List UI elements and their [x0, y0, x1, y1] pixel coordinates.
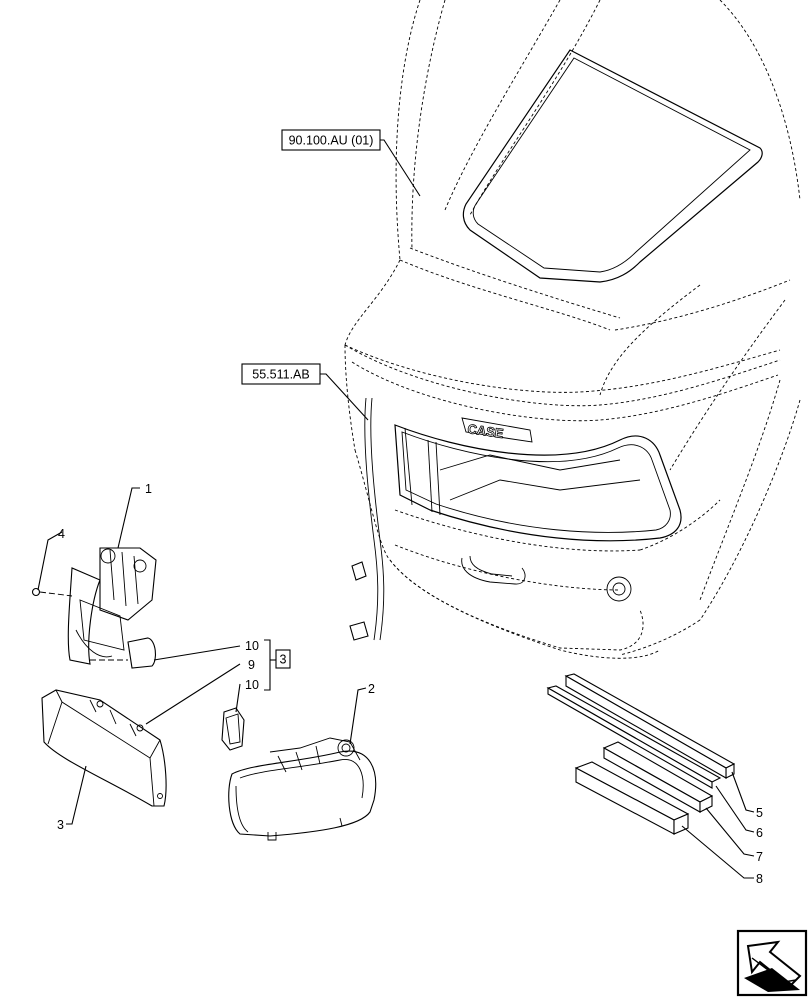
- part-7-strip: [602, 741, 714, 813]
- callout-8: 8: [756, 872, 763, 886]
- kit-label: 3: [280, 653, 287, 667]
- kit-box[interactable]: 3: [275, 649, 291, 669]
- wiring-harness: [349, 397, 385, 641]
- ref-hood-label: 90.100.AU (01): [289, 134, 374, 148]
- part-8-strip: [574, 761, 690, 835]
- next-page-arrow-icon[interactable]: [736, 929, 808, 997]
- part-2-right-headlamp: [228, 737, 377, 841]
- front-round-lamp: [606, 576, 632, 602]
- leader-lines: [37, 139, 755, 879]
- callout-2: 2: [368, 682, 375, 696]
- part-10-gasket-top: [127, 637, 157, 669]
- callout-4: 4: [58, 527, 65, 541]
- hood-assembly: [344, 0, 801, 659]
- callout-10-top: 10: [245, 639, 259, 653]
- callout-9: 9: [248, 658, 255, 672]
- front-handle: [461, 555, 526, 585]
- callout-6: 6: [756, 826, 763, 840]
- hood-window: [462, 49, 763, 283]
- part-3-left-headlamp: [41, 689, 167, 807]
- callout-1: 1: [145, 482, 152, 496]
- part-4-screw: [31, 587, 73, 597]
- svg-text:CASE: CASE: [467, 421, 505, 441]
- callout-5: 5: [756, 806, 763, 820]
- part-6-strip: [546, 685, 722, 789]
- part-1-headlamp-housing: [67, 547, 157, 665]
- ref-box-harness[interactable]: 55.511.AB: [241, 363, 321, 385]
- ref-box-hood[interactable]: 90.100.AU (01): [281, 129, 381, 151]
- callout-7: 7: [756, 850, 763, 864]
- callout-3: 3: [57, 818, 64, 832]
- ref-harness-label: 55.511.AB: [252, 368, 309, 382]
- case-ih-logo: CASE: [461, 417, 533, 443]
- front-grille: [394, 424, 682, 542]
- part-5-strip: [564, 673, 736, 779]
- callout-10-lower: 10: [245, 678, 259, 692]
